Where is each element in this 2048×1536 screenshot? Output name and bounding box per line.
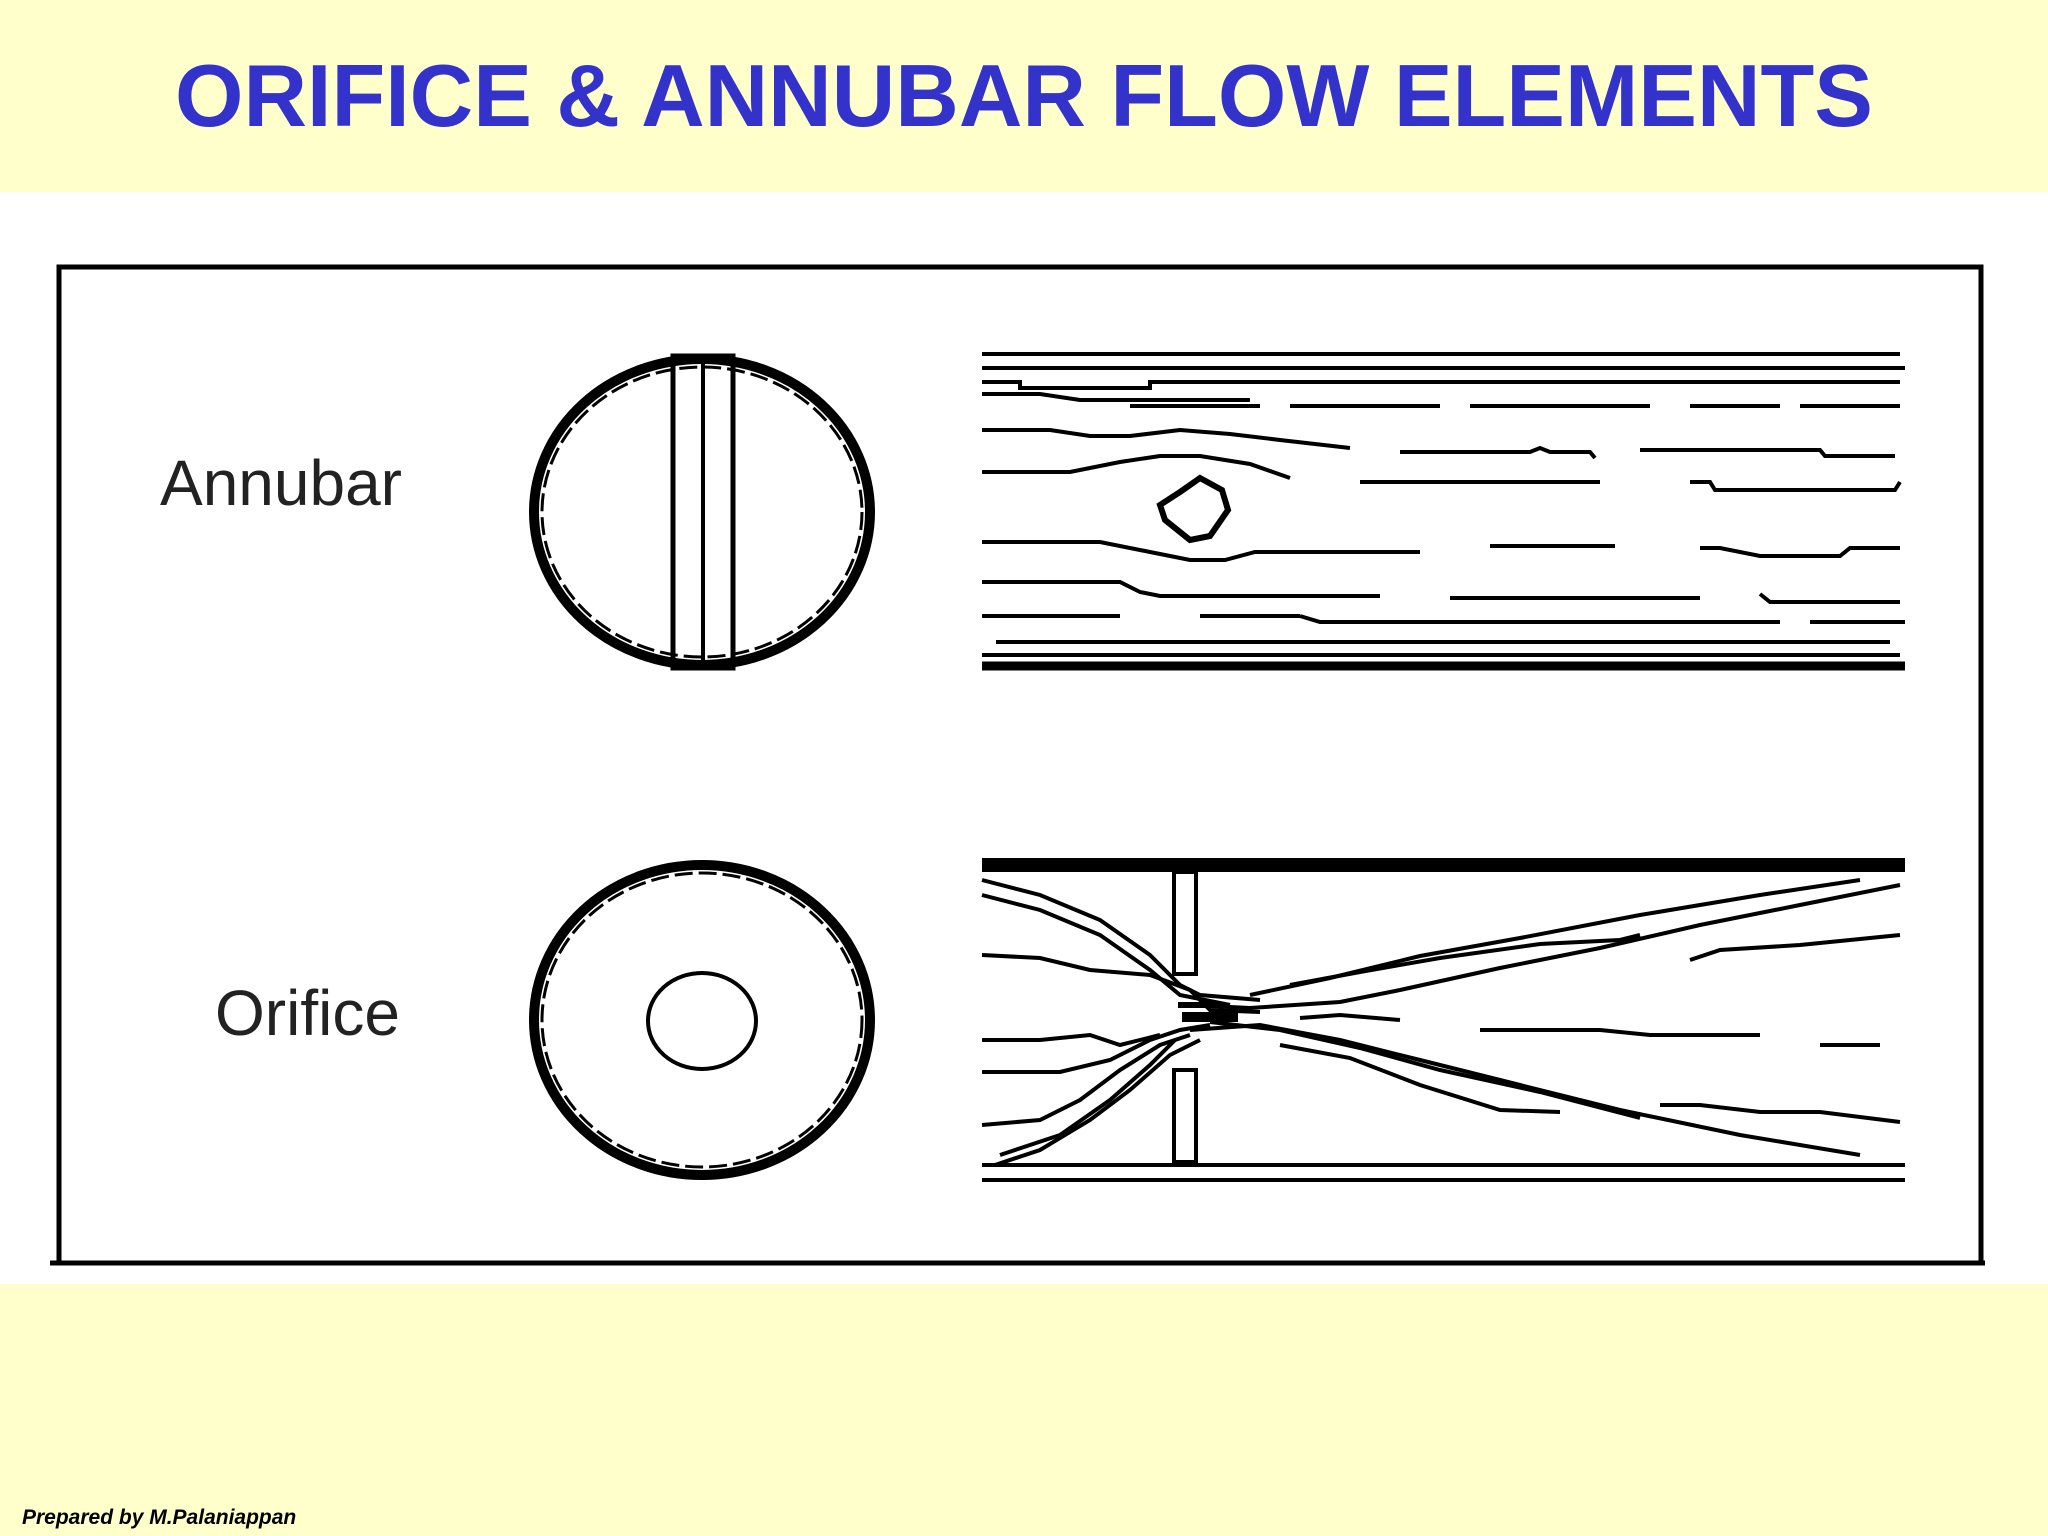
title-band	[0, 0, 2048, 192]
diagram-frame	[50, 264, 1985, 1266]
annubar-end-view	[529, 353, 875, 671]
annubar-side-view	[982, 352, 1905, 671]
orifice-side-view	[981, 858, 1905, 1182]
annubar-label: Annubar	[160, 447, 402, 519]
orifice-end-view	[529, 860, 875, 1180]
flow-elements-diagram: Annubar Orifice	[50, 264, 1985, 1266]
footer-credit: Prepared by M.Palaniappan	[22, 1506, 297, 1529]
diagram-panel	[0, 192, 2048, 1284]
orifice-label: Orifice	[215, 977, 400, 1049]
slide-title: ORIFICE & ANNUBAR FLOW ELEMENTS	[175, 46, 1873, 145]
